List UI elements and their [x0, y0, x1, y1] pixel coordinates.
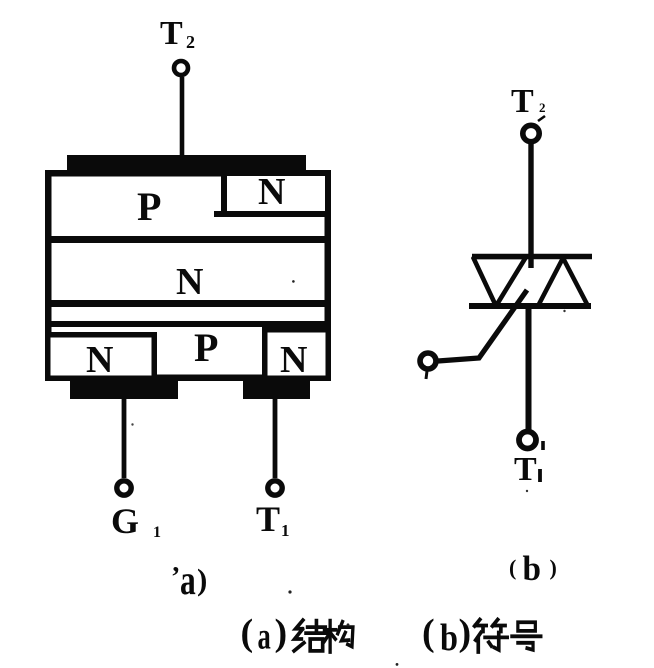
svg-text:1: 1: [153, 524, 161, 541]
svg-text:T: T: [160, 15, 183, 52]
svg-text:P: P: [137, 184, 161, 229]
svg-text:2: 2: [539, 100, 546, 115]
svg-text:T: T: [514, 451, 537, 488]
svg-text:N: N: [86, 339, 113, 381]
svg-text:b: b: [440, 617, 458, 659]
svg-text:P: P: [194, 325, 218, 370]
svg-text:): ): [275, 612, 288, 654]
svg-text:b: b: [523, 550, 541, 588]
svg-text:(: (: [422, 612, 435, 654]
svg-text:(: (: [509, 555, 516, 580]
svg-text:): ): [197, 562, 207, 597]
svg-text:N: N: [280, 339, 307, 381]
svg-text:(: (: [241, 612, 254, 654]
svg-text:ʼ: ʼ: [171, 562, 180, 593]
svg-text:N: N: [258, 171, 285, 213]
svg-text:1: 1: [281, 521, 290, 540]
svg-text:N: N: [176, 261, 203, 303]
svg-text:T: T: [511, 83, 534, 120]
svg-text:a: a: [258, 616, 271, 658]
svg-text:T: T: [256, 499, 280, 539]
svg-text:2: 2: [186, 32, 195, 52]
svg-text:): ): [550, 555, 557, 580]
svg-text:): ): [459, 612, 472, 654]
svg-text:a: a: [180, 558, 196, 604]
svg-text:G: G: [111, 501, 139, 541]
